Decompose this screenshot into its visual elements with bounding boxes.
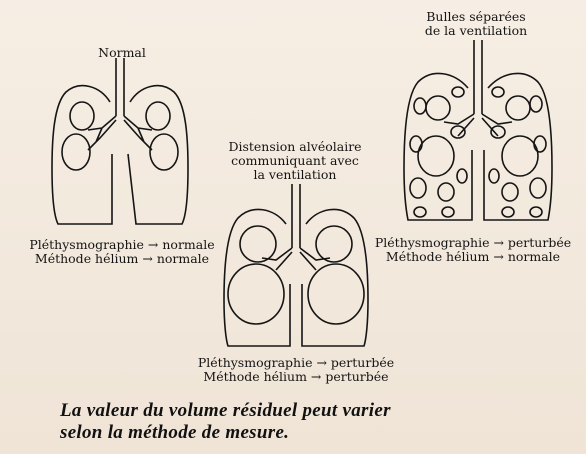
distension-lungs-drawing <box>216 184 376 350</box>
bulles-plethysmography-result: Pléthysmographie → perturbée <box>368 236 578 250</box>
distension-title-line2: communiquant avec <box>200 154 390 168</box>
bulles-title-line2: de la ventilation <box>406 24 546 38</box>
distension-helium-result: Méthode hélium → perturbée <box>186 370 406 384</box>
figure-caption: La valeur du volume résiduel peut varier… <box>60 400 570 444</box>
bulles-title-line1: Bulles séparées <box>406 10 546 24</box>
distension-plethysmography-result: Pléthysmographie → perturbée <box>186 356 406 370</box>
caption-line-1: La valeur du volume résiduel peut varier <box>60 400 570 422</box>
caption-line-2: selon la méthode de mesure. <box>60 422 570 444</box>
bulles-lungs-drawing <box>398 40 558 226</box>
normal-helium-result: Méthode hélium → normale <box>22 252 222 266</box>
distension-title-line1: Distension alvéolaire <box>200 140 390 154</box>
bulles-helium-result: Méthode hélium → normale <box>368 250 578 264</box>
distension-title-line3: la ventilation <box>200 168 390 182</box>
normal-plethysmography-result: Pléthysmographie → normale <box>22 238 222 252</box>
normal-lungs-drawing <box>40 58 200 230</box>
